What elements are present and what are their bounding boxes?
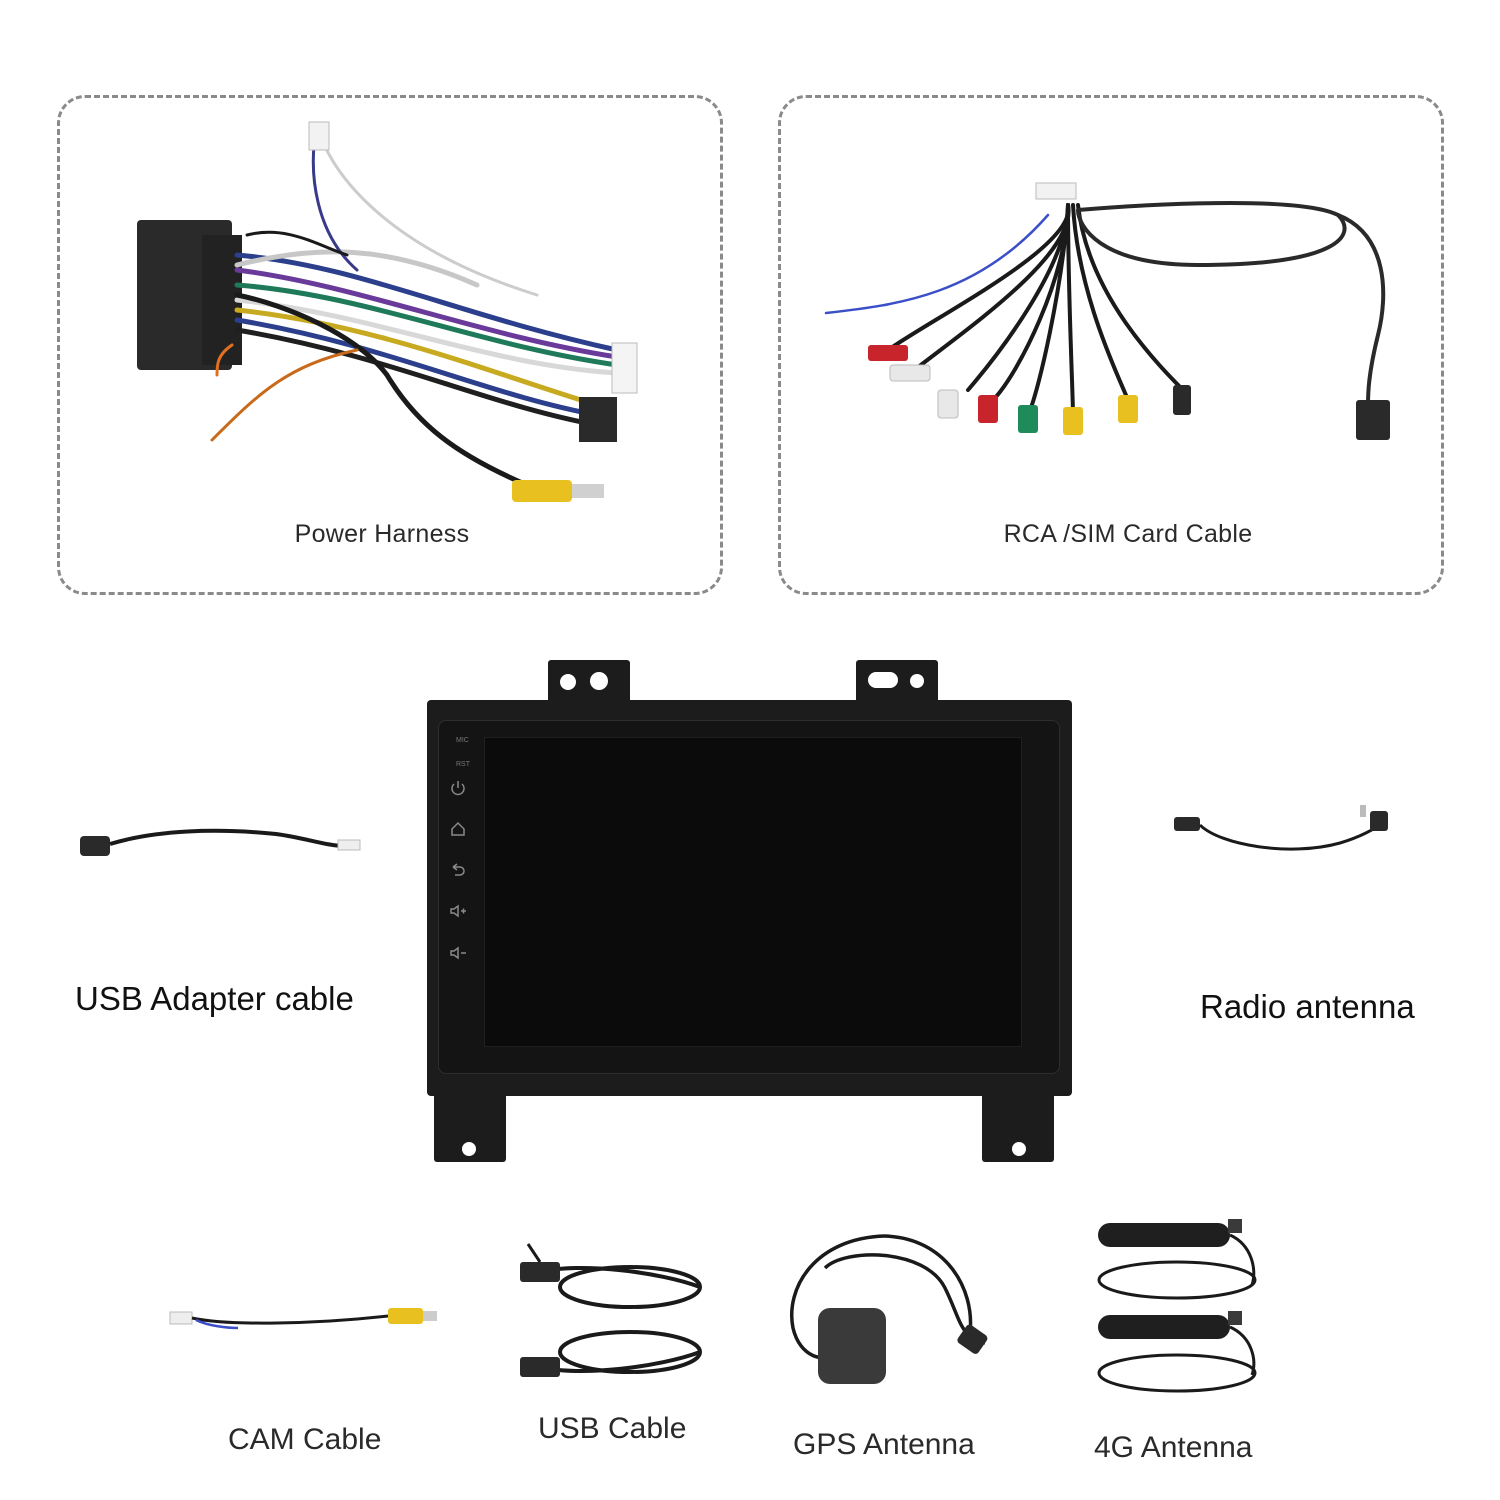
cam-cable-label: CAM Cable bbox=[228, 1423, 382, 1456]
volume-up-icon[interactable] bbox=[447, 900, 469, 922]
power-harness-label: Power Harness bbox=[294, 520, 470, 548]
rca-sim-cable-image bbox=[824, 182, 1390, 440]
cam-cable-image bbox=[169, 1308, 437, 1330]
radio-antenna-image bbox=[1174, 805, 1388, 851]
usb-adapter-cable-label: USB Adapter cable bbox=[75, 980, 354, 1017]
rca-sim-cable-panel bbox=[778, 95, 1444, 595]
bottom-right-bracket bbox=[982, 1090, 1054, 1162]
volume-down-icon[interactable] bbox=[447, 942, 469, 964]
rca-sim-cable-label: RCA /SIM Card Cable bbox=[1003, 520, 1253, 548]
radio-antenna-label: Radio antenna bbox=[1200, 988, 1415, 1025]
back-icon[interactable] bbox=[447, 858, 469, 880]
bottom-left-bracket bbox=[434, 1090, 506, 1162]
mic-label: MIC bbox=[456, 737, 469, 744]
power-icon[interactable] bbox=[447, 777, 469, 799]
power-harness-panel bbox=[57, 95, 723, 595]
touch-screen[interactable] bbox=[484, 737, 1022, 1047]
usb-cable-label: USB Cable bbox=[538, 1412, 687, 1445]
usb-cable-image bbox=[520, 1243, 702, 1377]
antenna-4g-label: 4G Antenna bbox=[1094, 1431, 1253, 1464]
usb-adapter-cable-image bbox=[80, 828, 361, 856]
gps-antenna-image bbox=[790, 1234, 988, 1384]
home-icon[interactable] bbox=[447, 818, 469, 840]
gps-antenna-label: GPS Antenna bbox=[793, 1428, 975, 1461]
rst-label: RST bbox=[456, 761, 470, 768]
antenna-4g-image bbox=[1097, 1219, 1257, 1393]
power-harness-image bbox=[137, 121, 638, 502]
